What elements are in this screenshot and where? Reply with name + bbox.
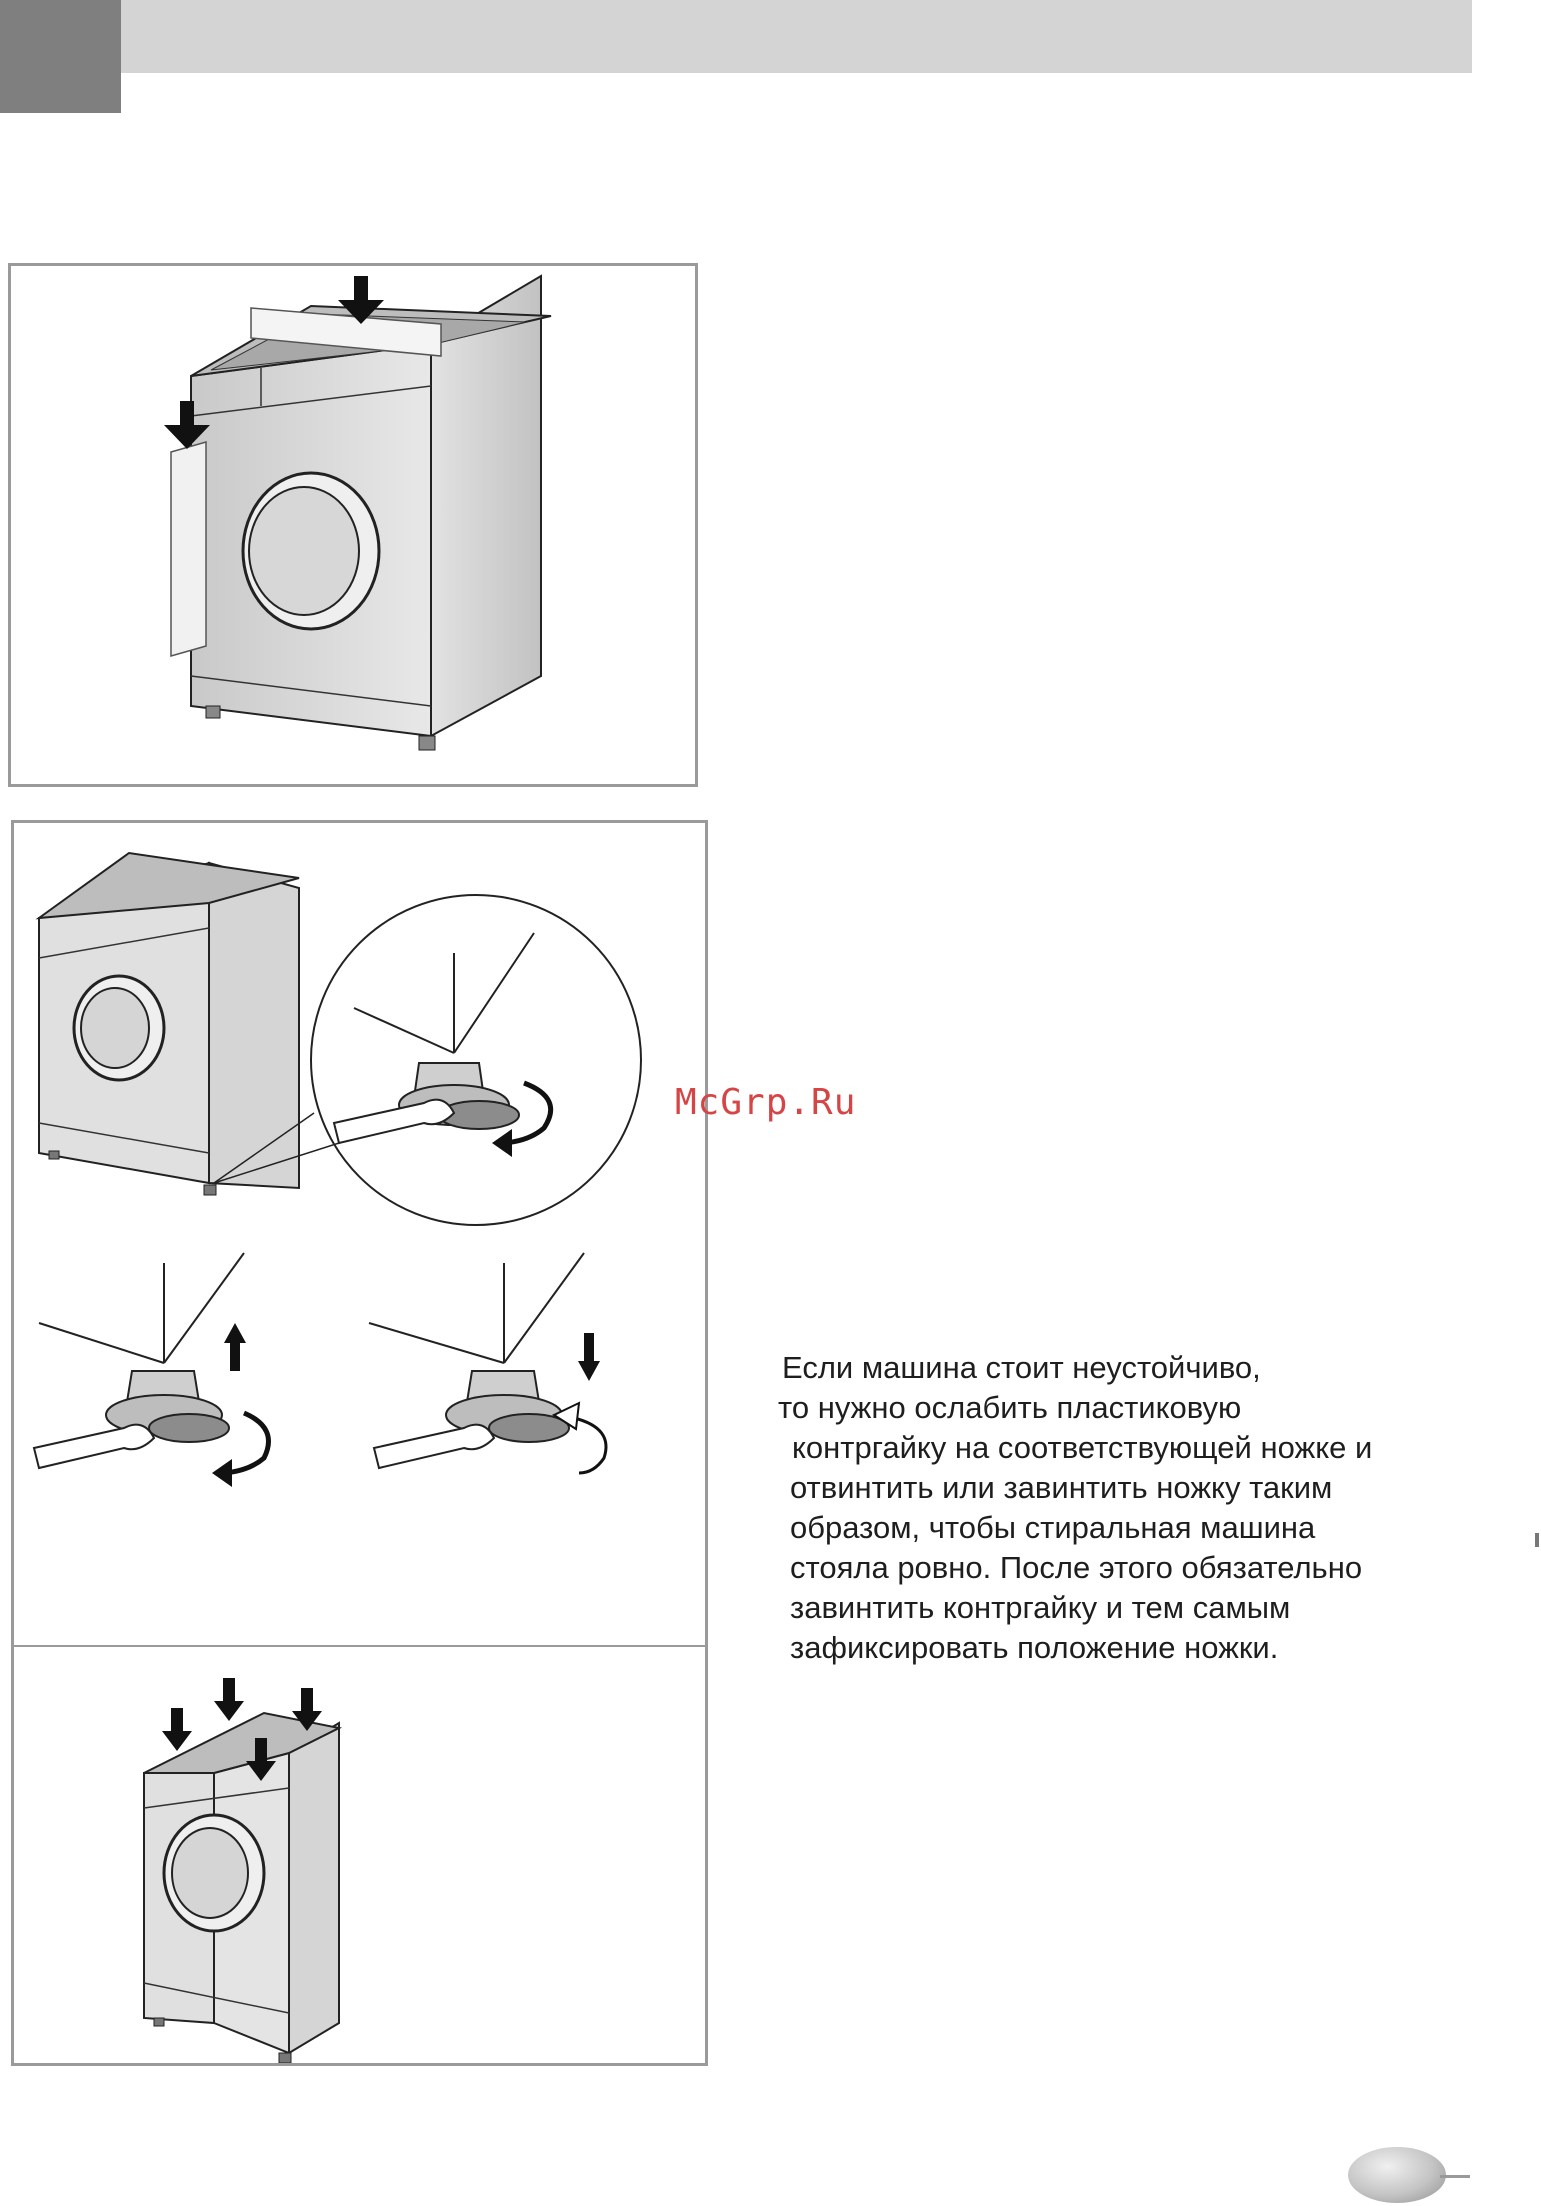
rotate-arrow-icon [554,1403,606,1473]
instruction-line: контргайку на соответствующей ножке и [792,1428,1482,1468]
panel-divider [14,1645,705,1647]
watermark-text: McGrp.Ru [675,1082,856,1123]
header-tab-block [0,0,121,113]
page-badge-line [1440,2175,1470,2178]
arrow-down-icon [214,1678,244,1721]
edge-mark [1535,1533,1539,1547]
wrench-icon [34,1425,154,1468]
wrench-icon [374,1425,494,1468]
washing-machine-packaging-illustration [11,266,695,784]
instruction-line: зафиксировать положение ножки. [790,1628,1482,1668]
figure-leveling-feet [11,820,708,2066]
instruction-line: Если машина стоит неустойчиво, [782,1348,1482,1388]
instruction-line: отвинтить или завинтить ножку таким [790,1468,1482,1508]
header-bar [121,0,1472,73]
arrow-up-icon [224,1323,246,1371]
figure-packaging-removal [8,263,698,787]
instruction-line: завинтить контргайку и тем самым [790,1588,1482,1628]
arrow-down-icon [162,1708,192,1751]
page-number-badge [1348,2147,1446,2203]
instruction-line: стояла ровно. После этого обязательно [790,1548,1482,1588]
arrow-down-icon [578,1333,600,1381]
leveling-feet-illustration [14,823,705,2063]
instruction-line: то нужно ослабить пластиковую [778,1388,1482,1428]
leveling-instructions: Если машина стоит неустойчиво, то нужно … [782,1348,1482,1668]
instruction-line: образом, чтобы стиральная машина [790,1508,1482,1548]
